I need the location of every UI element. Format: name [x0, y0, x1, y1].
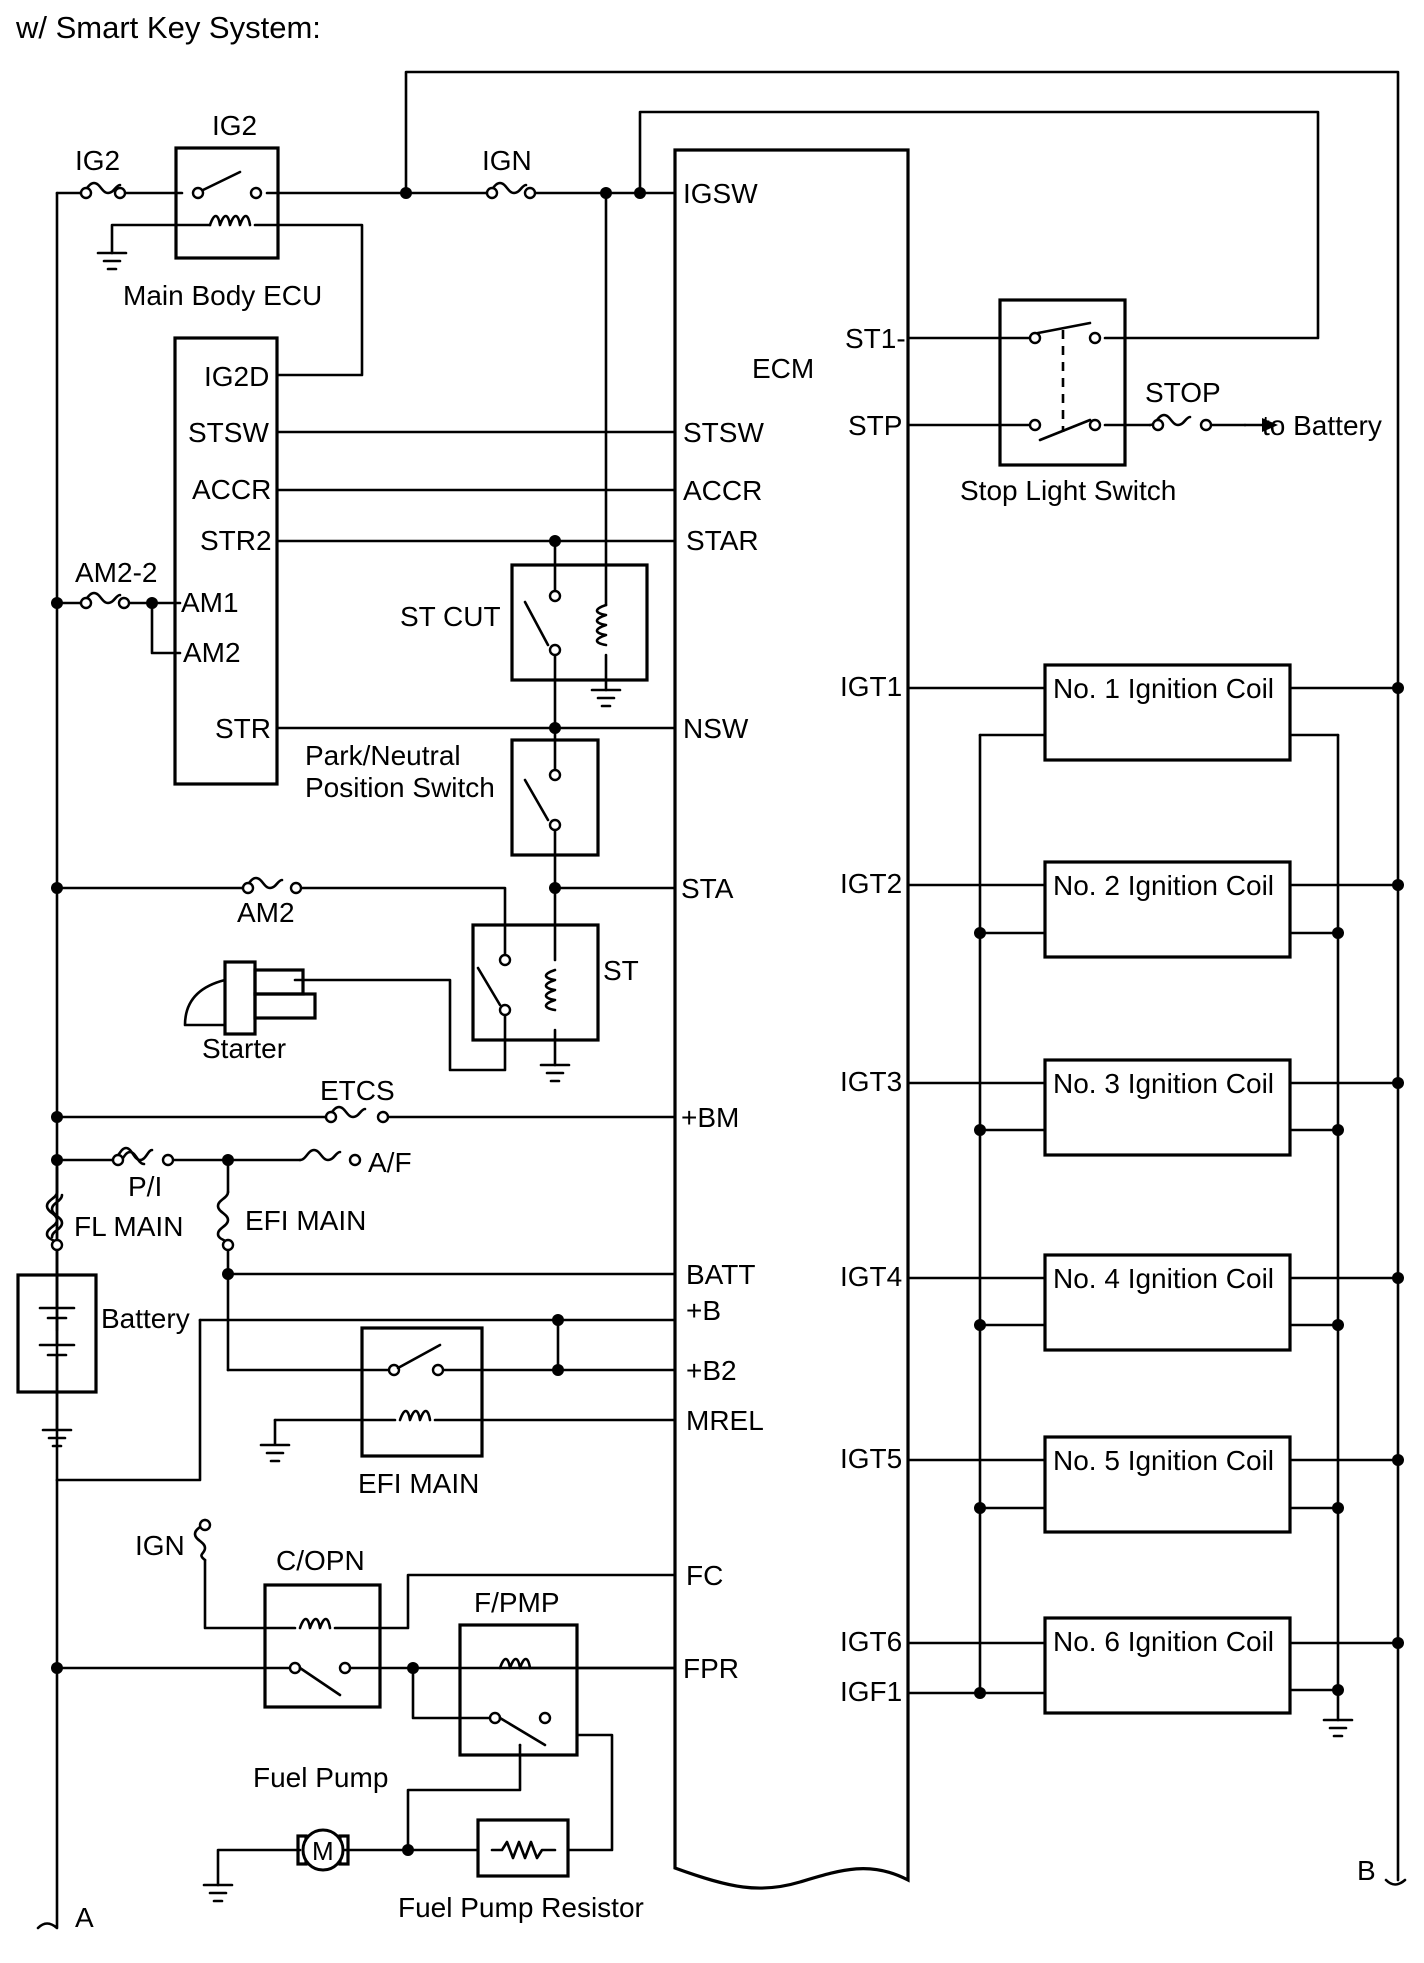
st-relay [471, 923, 600, 1042]
fuse-label-etcs: ETCS [320, 1075, 395, 1106]
ecm-pin-igf1: IGF1 [840, 1676, 902, 1707]
junction-dots [51, 187, 1404, 1856]
c-opn-relay [263, 1583, 382, 1709]
relay-label-st: ST [603, 955, 639, 986]
ignition-coil-4 [1043, 1253, 1292, 1352]
ecm-pin-bm: +BM [681, 1102, 739, 1133]
ecm-box [673, 148, 910, 1890]
ignition-coil-label-6: No. 6 Ignition Coil [1053, 1626, 1274, 1657]
ecm-pin-sta: STA [681, 873, 734, 904]
fuse-af [298, 1148, 342, 1162]
ecm-pin-star: STAR [686, 525, 759, 556]
ignition-coil-2 [1043, 860, 1292, 959]
stop-light-switch [998, 298, 1127, 467]
ignition-coil-label-2: No. 2 Ignition Coil [1053, 870, 1274, 901]
ecm-pin-igt2: IGT2 [840, 868, 902, 899]
ecm-pin-stsw: STSW [683, 417, 764, 448]
ecm-pin-stp: STP [848, 410, 902, 441]
fuse-label-pi: P/I [128, 1171, 162, 1202]
ignition-coil-label-4: No. 4 Ignition Coil [1053, 1263, 1274, 1294]
relay-label-st-cut: ST CUT [400, 601, 501, 632]
fuse-label-ign: IGN [482, 145, 532, 176]
efi-main-relay [360, 1326, 484, 1458]
connector-b-label: B [1357, 1855, 1376, 1886]
page-title: w/ Smart Key System: [15, 10, 321, 45]
fuse-efi-main [216, 1190, 230, 1246]
connector-a-label: A [75, 1902, 94, 1933]
ecm-pin-igsw: IGSW [683, 178, 758, 209]
body-ecu-pin-str2: STR2 [200, 525, 272, 556]
fuse-label-ign-fuel: IGN [135, 1530, 185, 1561]
ecm-label: ECM [752, 353, 814, 384]
battery-icon [16, 1273, 98, 1394]
starter-label: Starter [202, 1033, 286, 1064]
fuse-label-efi-main: EFI MAIN [245, 1205, 366, 1236]
connector-a-mark [36, 1478, 59, 1930]
relay-label-f-pmp: F/PMP [474, 1587, 560, 1618]
ignition-coil-5 [1043, 1435, 1292, 1534]
park-neutral-switch [510, 738, 600, 857]
fuel-pump-resistor-label: Fuel Pump Resistor [398, 1892, 644, 1923]
relay-label-ig2: IG2 [212, 110, 257, 141]
fuse-label-fl-main: FL MAIN [74, 1211, 183, 1242]
ecm-pin-igt1: IGT1 [840, 671, 902, 702]
ecm-pin-mrel: MREL [686, 1405, 764, 1436]
fuse-symbols [45, 181, 1278, 1562]
ignition-coil-label-1: No. 1 Ignition Coil [1053, 673, 1274, 704]
battery-label: Battery [101, 1303, 190, 1334]
ecm-pin-b2: +B2 [686, 1355, 737, 1386]
fuse-label-ig2: IG2 [75, 145, 120, 176]
ignition-coils [1043, 663, 1292, 1715]
connector-b-mark [1384, 1878, 1407, 1886]
fuel-pump-motor-icon: M [296, 1828, 350, 1872]
st-cut-relay [510, 563, 649, 682]
ignition-coil-3 [1043, 1058, 1292, 1157]
body-ecu-label: Main Body ECU [123, 280, 322, 311]
ecm-pin-fc: FC [686, 1560, 723, 1591]
ecm-pin-igt4: IGT4 [840, 1261, 902, 1292]
svg-text:M: M [312, 1836, 334, 1866]
body-ecu-pin-stsw: STSW [188, 417, 269, 448]
ignition-coil-6 [1043, 1616, 1292, 1715]
fuel-pump-resistor-icon [476, 1818, 570, 1878]
body-ecu-pin-accr: ACCR [192, 474, 271, 505]
ig2-relay [174, 146, 280, 260]
ecm-pin-igt5: IGT5 [840, 1443, 902, 1474]
ecm-pin-accr: ACCR [683, 475, 762, 506]
fuel-pump-label: Fuel Pump [253, 1762, 388, 1793]
park-neutral-label-2: Position Switch [305, 772, 495, 803]
fuse-label-af: A/F [368, 1147, 412, 1178]
ecm-pin-batt: BATT [686, 1259, 755, 1290]
ignition-coil-label-3: No. 3 Ignition Coil [1053, 1068, 1274, 1099]
body-ecu-pin-str: STR [215, 713, 271, 744]
ground-symbols [41, 251, 1354, 1903]
body-ecu-pin-am2: AM2 [183, 637, 241, 668]
to-battery-label: to Battery [1262, 410, 1382, 441]
fuse-label-stop: STOP [1145, 377, 1221, 408]
f-pmp-relay [458, 1623, 579, 1757]
starter-icon [183, 960, 317, 1036]
ecm-pin-nsw: NSW [683, 713, 749, 744]
ignition-coil-1 [1043, 663, 1292, 762]
ecm-pin-b: +B [686, 1295, 721, 1326]
ecm-pin-fpr: FPR [683, 1653, 739, 1684]
body-ecu-pin-ig2d: IG2D [204, 361, 269, 392]
ecm-pin-igt6: IGT6 [840, 1626, 902, 1657]
park-neutral-label-1: Park/Neutral [305, 740, 461, 771]
main-body-ecu-box [173, 336, 279, 786]
ecm-pin-igt3: IGT3 [840, 1066, 902, 1097]
ecm-pin-st1: ST1- [845, 323, 906, 354]
fuse-label-am2-2: AM2-2 [75, 557, 157, 588]
relay-label-efi-main: EFI MAIN [358, 1468, 479, 1499]
relay-label-c-opn: C/OPN [276, 1545, 365, 1576]
stop-light-switch-label: Stop Light Switch [960, 475, 1176, 506]
body-ecu-pin-am1: AM1 [181, 587, 239, 618]
fuse-label-am2: AM2 [237, 897, 295, 928]
ignition-coil-label-5: No. 5 Ignition Coil [1053, 1445, 1274, 1476]
fuse-fl-main [45, 1190, 59, 1246]
